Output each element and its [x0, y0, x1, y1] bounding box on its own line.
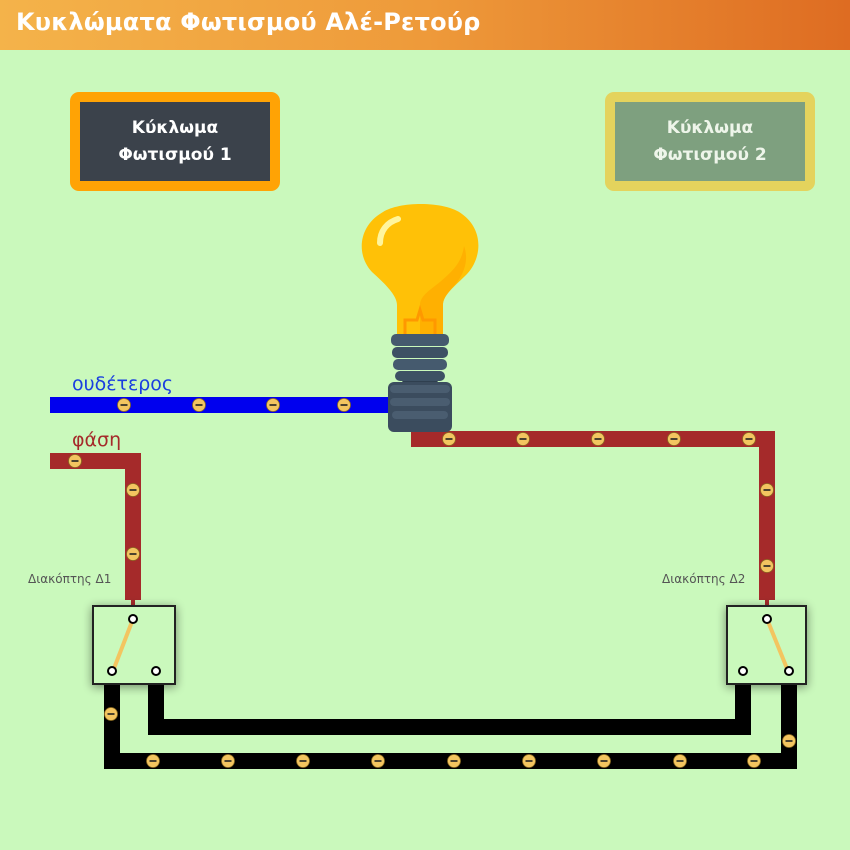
electron-minus-icon	[117, 398, 131, 412]
electrons	[68, 398, 796, 768]
electron-minus-icon	[371, 754, 385, 768]
electron-minus-icon	[673, 754, 687, 768]
electron-minus-icon	[104, 707, 118, 721]
electron-minus-icon	[760, 559, 774, 573]
electron-minus-icon	[221, 754, 235, 768]
electron-minus-icon	[442, 432, 456, 446]
traveler-wire-inner	[148, 683, 751, 735]
electron-minus-icon	[337, 398, 351, 412]
electron-minus-icon	[126, 547, 140, 561]
electron-minus-icon	[667, 432, 681, 446]
electron-minus-icon	[266, 398, 280, 412]
switch-d1[interactable]	[92, 605, 176, 685]
title-bar: Κυκλώματα Φωτισμού Αλέ-Ρετούρ	[0, 0, 850, 50]
circuit-2-button[interactable]: Κύκλωμα Φωτισμού 2	[605, 92, 815, 191]
electron-minus-icon	[782, 734, 796, 748]
circuit-1-button[interactable]: Κύκλωμα Φωτισμού 1	[70, 92, 280, 191]
electron-minus-icon	[760, 483, 774, 497]
neutral-label: ουδέτερος	[72, 373, 173, 395]
light-bulb-icon	[361, 203, 479, 432]
switch-d2-label: Διακόπτης Δ2	[662, 572, 745, 586]
electron-minus-icon	[146, 754, 160, 768]
electron-minus-icon	[68, 454, 82, 468]
electron-minus-icon	[296, 754, 310, 768]
electron-minus-icon	[742, 432, 756, 446]
page-title: Κυκλώματα Φωτισμού Αλέ-Ρετούρ	[16, 8, 481, 36]
circuit-2-button-label: Κύκλωμα Φωτισμού 2	[615, 102, 805, 181]
circuit-1-button-label: Κύκλωμα Φωτισμού 1	[80, 102, 270, 181]
electron-minus-icon	[126, 483, 140, 497]
phase-label: φάση	[72, 429, 121, 451]
electron-minus-icon	[597, 754, 611, 768]
electron-minus-icon	[522, 754, 536, 768]
switch-d2[interactable]	[726, 605, 807, 685]
electron-minus-icon	[516, 432, 530, 446]
switch-d1-label: Διακόπτης Δ1	[28, 572, 111, 586]
electron-minus-icon	[447, 754, 461, 768]
electron-minus-icon	[591, 432, 605, 446]
electron-minus-icon	[192, 398, 206, 412]
electron-minus-icon	[747, 754, 761, 768]
